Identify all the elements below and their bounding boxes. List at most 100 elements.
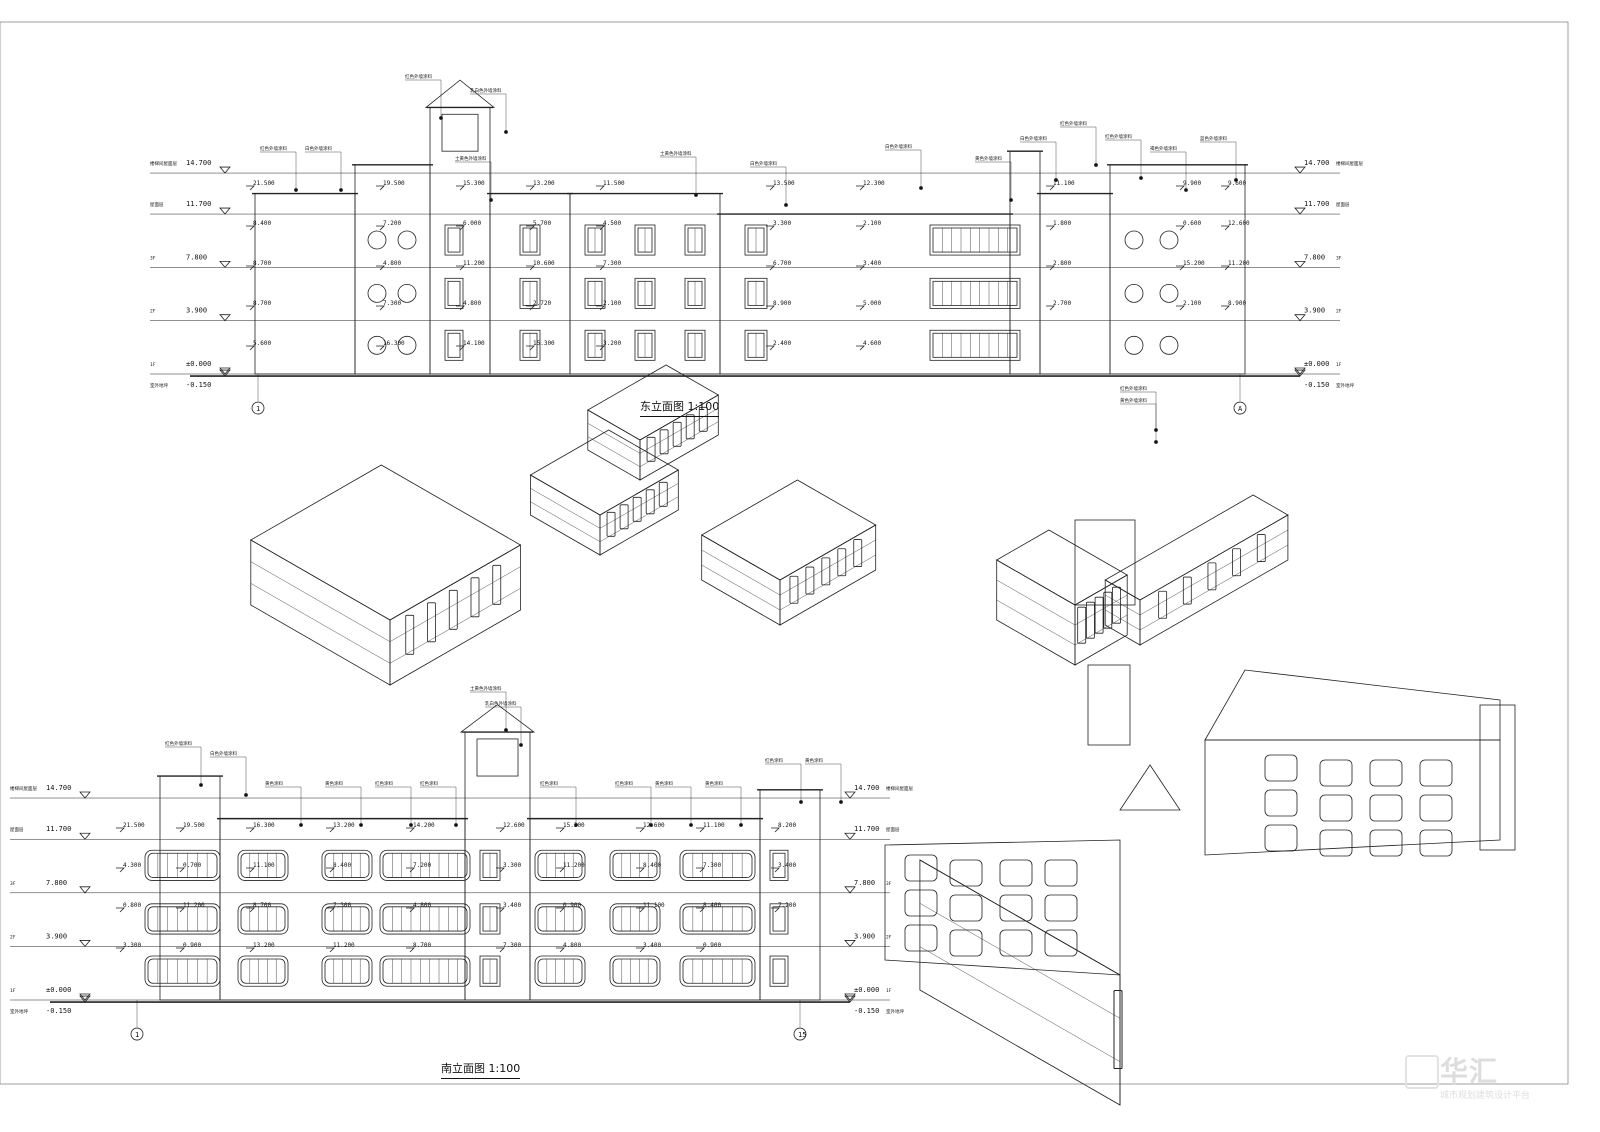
persp-right-face-a [1139, 514, 1289, 646]
level-value: 7.800 [46, 879, 67, 887]
window [744, 277, 768, 309]
window [929, 329, 1021, 361]
elevation-marker-icon [766, 345, 775, 351]
leader-dot [739, 823, 743, 827]
elevation-label: 4.600 [863, 340, 881, 347]
level-name: 室外地坪 [10, 1008, 28, 1015]
floor-line [701, 549, 781, 596]
elevation-marker-icon [1221, 185, 1230, 191]
window-sash [240, 958, 286, 984]
large-east-front [1204, 739, 1501, 856]
level-marker-icon [1294, 367, 1306, 375]
window-sash [324, 852, 370, 878]
level-value: 11.700 [186, 200, 211, 208]
window [1319, 794, 1353, 822]
north-block-roof [586, 364, 720, 441]
elevation-marker-icon [326, 867, 335, 873]
level-marker-icon [1294, 207, 1306, 215]
axis-bubble [793, 1027, 807, 1041]
leader-dot [504, 130, 508, 134]
window [1044, 859, 1078, 887]
persp-left-roof [995, 529, 1129, 606]
level-value: -0.150 [1304, 381, 1329, 389]
elevation-label: 9.600 [1228, 180, 1246, 187]
window [837, 548, 847, 577]
axis-label: 1 [256, 405, 260, 413]
window [444, 329, 464, 361]
level-name: 屋面层 [886, 827, 900, 833]
elevation-label: 11.100 [643, 902, 665, 909]
window-sash [772, 852, 786, 878]
floor-line [530, 488, 601, 529]
round-window [1159, 283, 1179, 303]
material-label: 乳白色外墙涂料 [485, 700, 517, 707]
elevation-marker-icon [246, 947, 255, 953]
window [1113, 990, 1123, 1069]
window-sash [537, 906, 583, 932]
window [679, 955, 756, 987]
elevation-label: 1.800 [1053, 220, 1071, 227]
elevation-marker-icon [406, 907, 415, 913]
perspective-view-small [995, 494, 1289, 666]
window [1044, 929, 1078, 957]
elevation-label: 6.700 [773, 260, 791, 267]
window [645, 489, 655, 515]
elevation-marker-icon [1176, 305, 1185, 311]
elevation-label: 2.100 [1183, 300, 1201, 307]
level-name: 1F [886, 988, 892, 994]
elevation-marker-icon [856, 185, 865, 191]
level-marker-icon [79, 993, 91, 1001]
leader-dot [454, 823, 458, 827]
elevation-label: 7.300 [333, 902, 351, 909]
elevation-label: 14.100 [463, 340, 485, 347]
elevation-marker-icon [1221, 265, 1230, 271]
axis-label: A [1238, 405, 1243, 413]
elevation-label: 0.900 [563, 902, 581, 909]
window [1369, 759, 1403, 787]
level-value: ±0.000 [46, 986, 71, 994]
window [769, 903, 789, 935]
leader-dot [1139, 176, 1143, 180]
elevation-label: 8.400 [253, 220, 271, 227]
elevation-label: 15.200 [1183, 260, 1205, 267]
window-sash [682, 958, 753, 984]
building-mass [719, 213, 1011, 375]
floor-line [779, 539, 876, 596]
window-sash [382, 852, 468, 878]
window-sash [447, 332, 461, 358]
tower-roof [424, 79, 496, 108]
elevation-marker-icon [116, 867, 125, 873]
level-marker-icon [79, 791, 91, 799]
material-label: 白色外墙涂料 [750, 160, 777, 167]
elevation-label: 2.100 [863, 220, 881, 227]
material-label: 红色外墙涂料 [1120, 385, 1147, 392]
level-value: 11.700 [1304, 200, 1329, 208]
elevation-marker-icon [596, 265, 605, 271]
elevation-marker-icon [1046, 225, 1055, 231]
material-label: 红色涂料 [615, 780, 633, 787]
elevation-marker-icon [636, 867, 645, 873]
elevation-marker-icon [376, 265, 385, 271]
elevation-marker-icon [376, 225, 385, 231]
watermark-logo-icon [1405, 1055, 1439, 1089]
window [684, 277, 706, 309]
floor-line [996, 579, 1076, 626]
window [379, 955, 471, 987]
window [904, 889, 938, 917]
window [427, 602, 436, 643]
elevation-marker-icon [176, 827, 185, 833]
elevation-label: 8.400 [643, 862, 661, 869]
level-name: 1F [150, 362, 156, 368]
elevation-label: 11.200 [1228, 260, 1250, 267]
leader-dot [1094, 163, 1098, 167]
elevation-marker-icon [1176, 225, 1185, 231]
level-name: 2F [1336, 309, 1342, 315]
window [634, 224, 656, 256]
elevation-label: 8.700 [413, 942, 431, 949]
leader-dot [519, 743, 523, 747]
window [237, 903, 289, 935]
elevation-marker-icon [596, 185, 605, 191]
elevation-marker-icon [246, 305, 255, 311]
material-label: 白色外墙涂料 [885, 143, 912, 150]
elevation-label: 5.000 [863, 300, 881, 307]
